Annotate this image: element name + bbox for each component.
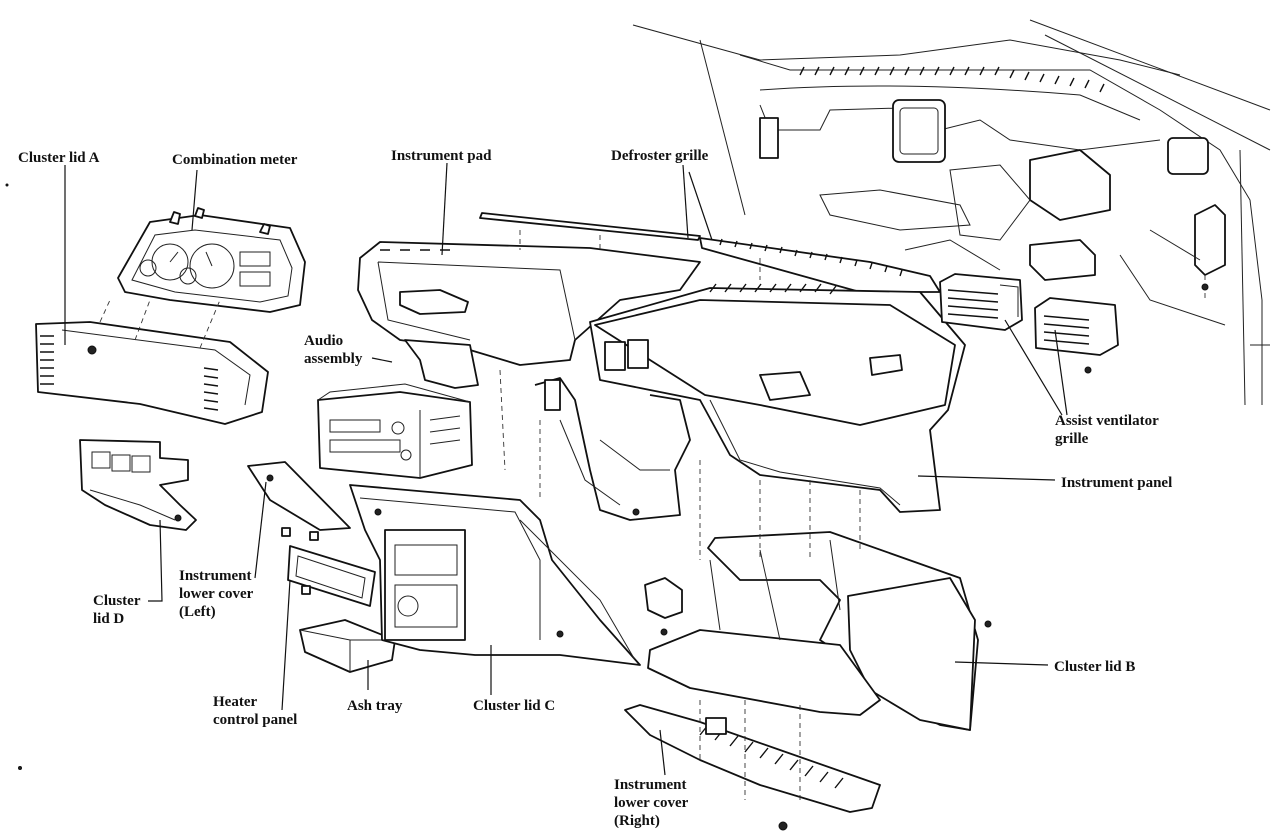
instrument-lower-cover-right-part [624,704,881,831]
vehicle-body-outline [632,19,1271,406]
cluster-lid-a-part [35,321,269,425]
audio-assembly-part [317,383,473,479]
label-heater-control-panel: Heater control panel [213,694,298,728]
label-ash-tray: Ash tray [347,698,403,714]
cluster-lid-b-part [647,531,992,731]
leader-lines [64,162,1068,776]
instrument-lower-cover-left-part [247,461,351,541]
assembly-dashed-lines [99,230,861,800]
label-cluster-lid-c: Cluster lid C [473,698,556,714]
cluster-lid-c-part [349,484,641,666]
instrument-pad-part [357,241,701,389]
label-instrument-lower-cover-right: Instrument lower cover (Right) [614,777,689,829]
label-audio-assembly: Audio assembly [304,333,363,367]
instrument-panel-part [534,283,966,521]
cluster-lid-d-part [79,439,197,531]
label-instrument-pad: Instrument pad [391,148,492,164]
label-assist-ventilator-grille: Assist ventilator grille [1055,413,1159,447]
assist-ventilator-grille-left [939,273,1023,331]
label-defroster-grille: Defroster grille [611,148,709,164]
label-cluster-lid-a: Cluster lid A [18,150,100,166]
heater-control-panel-part [287,545,376,607]
combination-meter-part [117,207,306,313]
ash-tray-part [299,619,396,673]
label-cluster-lid-b: Cluster lid B [1054,659,1136,675]
latch-bracket-part [644,577,683,636]
label-cluster-lid-d: Cluster lid D [93,593,141,627]
label-instrument-panel: Instrument panel [1061,475,1173,491]
label-combination-meter: Combination meter [172,152,298,168]
assist-ventilator-grille-right [1034,297,1119,374]
label-instrument-lower-cover-left: Instrument lower cover (Left) [179,568,254,620]
